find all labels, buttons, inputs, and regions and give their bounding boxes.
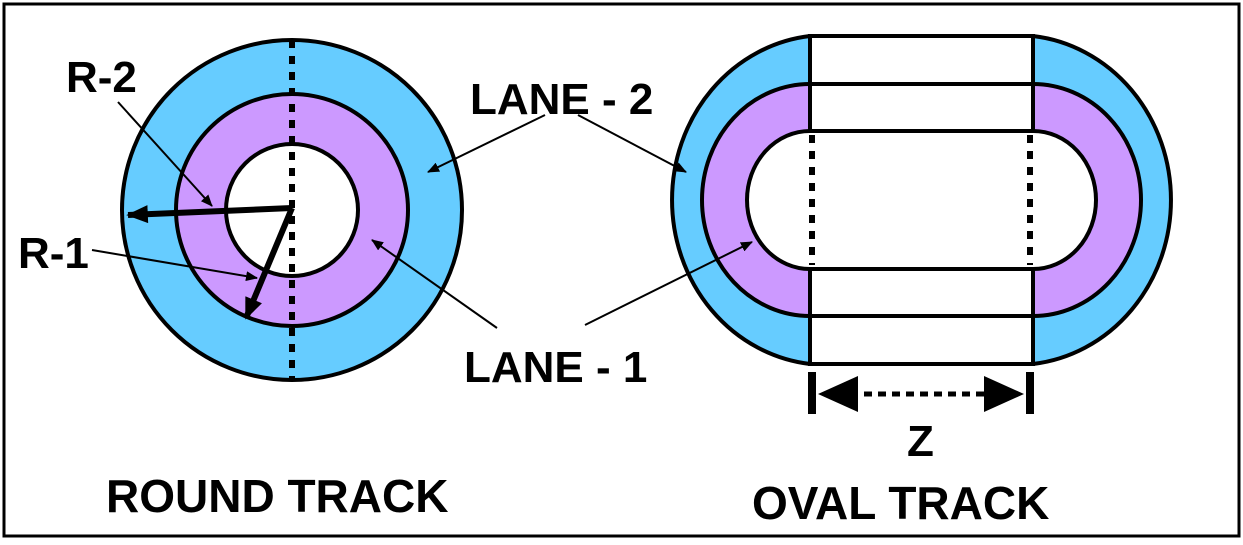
lane1-oval-leader-arrow [584, 241, 753, 326]
lane2-round-leader-arrow [427, 114, 546, 173]
oval-track [670, 34, 1173, 414]
label-oval-track: OVAL TRACK [752, 477, 1049, 529]
label-round-track: ROUND TRACK [106, 470, 448, 522]
label-r1: R-1 [18, 229, 89, 278]
label-lane-2: LANE - 2 [470, 75, 653, 124]
lane-leaders [371, 114, 753, 329]
lane2-oval-leader-arrow [577, 114, 687, 173]
round-track [91, 38, 464, 382]
label-r2: R-2 [66, 53, 137, 102]
label-z: Z [907, 417, 934, 466]
radius-r1-arrow [243, 206, 295, 320]
label-lane-1: LANE - 1 [464, 343, 647, 392]
r2-leader-arrow [117, 101, 213, 207]
z-arrowhead-right [984, 376, 1024, 412]
r1-leader-arrow [91, 249, 258, 282]
z-arrowhead-left [818, 376, 858, 412]
radius-r2-arrow [126, 205, 293, 224]
oval-infield [745, 129, 1098, 271]
lane1-round-leader-arrow [371, 239, 498, 329]
